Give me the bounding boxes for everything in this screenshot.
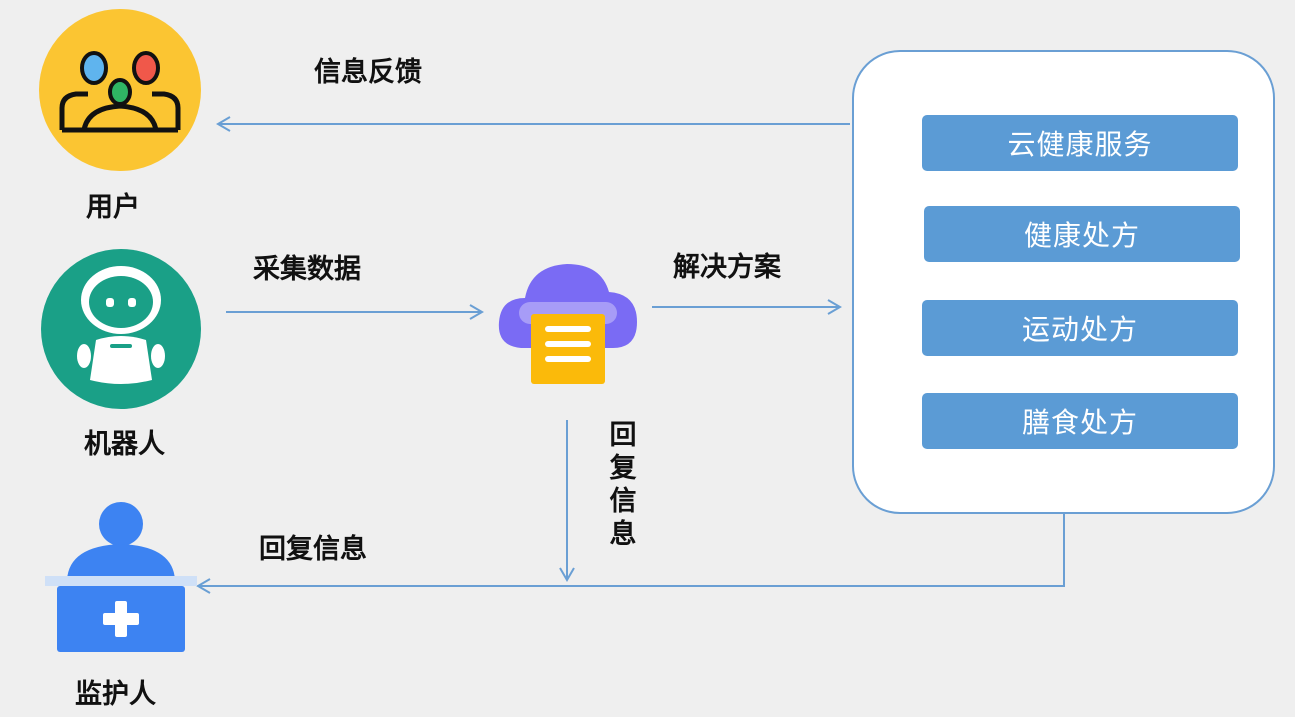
feedback-label: 信息反馈 [314, 57, 422, 88]
service-cloud-health: 云健康服务 [922, 115, 1238, 171]
reply-to-guardian-arrow [196, 514, 1065, 594]
service-health-prescription: 健康处方 [924, 206, 1240, 262]
guardian-icon [45, 502, 197, 652]
solution-arrow [652, 299, 842, 315]
collect-data-label: 采集数据 [253, 254, 361, 285]
solution-label: 解决方案 [673, 252, 781, 283]
reply-info-label: 回复信息 [259, 534, 367, 565]
feedback-arrow [216, 116, 850, 132]
user-group-icon [39, 9, 201, 171]
robot-label: 机器人 [84, 429, 165, 460]
guardian-label: 监护人 [75, 679, 156, 710]
user-label: 用户 [86, 192, 140, 223]
robot-icon [41, 249, 201, 409]
cloud-server-icon [498, 264, 637, 384]
cloud-service-panel: 云健康服务 健康处方 运动处方 膳食处方 [852, 50, 1275, 514]
collect-arrow [226, 304, 484, 320]
reply-down-arrow [559, 420, 575, 582]
service-diet-prescription: 膳食处方 [922, 393, 1238, 449]
service-exercise-prescription: 运动处方 [922, 300, 1238, 356]
reply-info-vertical-label: 回复信息 [609, 420, 637, 550]
